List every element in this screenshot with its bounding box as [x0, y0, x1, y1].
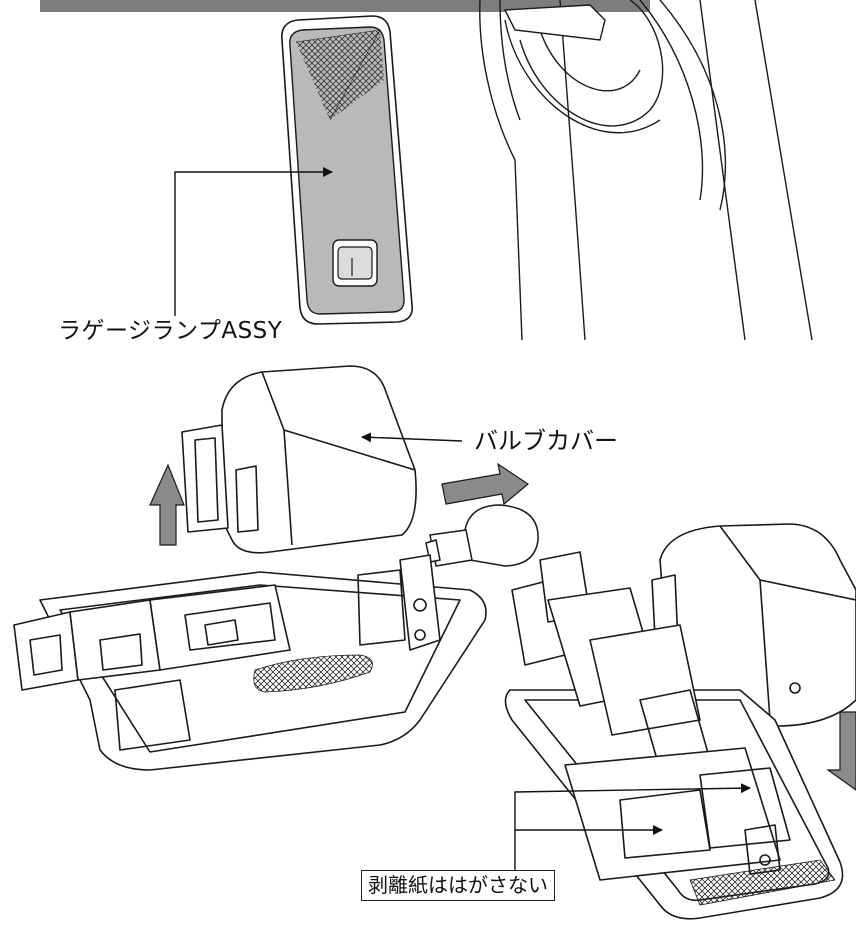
leader-cover [361, 432, 463, 443]
panel-knob [503, 4, 606, 41]
housing-mesh-right [689, 859, 836, 906]
right-arrow [441, 462, 530, 506]
lamp-housing-right [504, 551, 844, 920]
label-luggage-lamp-assy: ラゲージランプASSY [58, 318, 283, 344]
leader-lamp [174, 167, 333, 316]
up-arrow [149, 463, 185, 546]
top-bar [40, 0, 650, 12]
leader-paper [514, 783, 751, 870]
luggage-lamp [281, 15, 414, 325]
bulb-cover [181, 365, 417, 554]
label-do-not-peel: 剥離紙ははがさない [361, 870, 555, 901]
label-bulb-cover: バルブカバー [474, 427, 618, 455]
vehicle-panel [479, 0, 813, 341]
bulb [425, 504, 539, 567]
housing-mesh [253, 654, 373, 693]
lamp-housing-left [13, 554, 487, 771]
down-arrow [826, 711, 856, 791]
